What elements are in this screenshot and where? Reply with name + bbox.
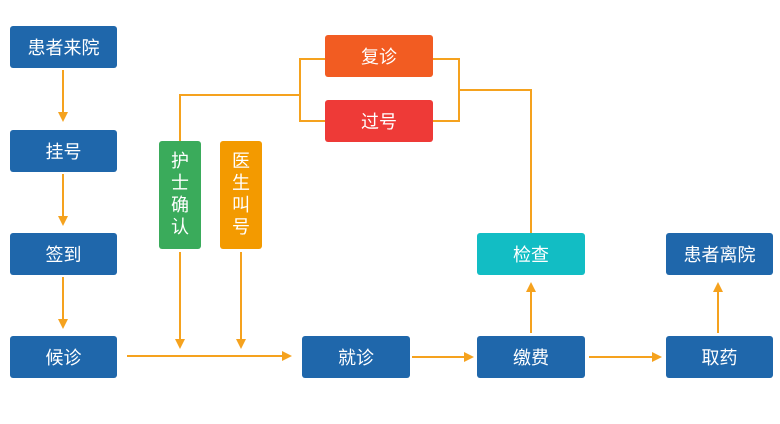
line-revisit-skip-left — [299, 58, 325, 122]
nurse-char-1: 护 — [171, 151, 189, 172]
doctor-char-3: 叫 — [232, 195, 250, 216]
node-leave: 患者离院 — [666, 233, 773, 275]
line-exam-to-loop — [459, 89, 532, 234]
node-arrive: 患者来院 — [10, 26, 117, 68]
node-exam: 检查 — [477, 233, 585, 275]
node-register: 挂号 — [10, 130, 117, 172]
node-revisit: 复诊 — [325, 35, 433, 77]
doctor-char-4: 号 — [232, 217, 250, 238]
line-loop-to-nurse — [179, 94, 300, 142]
doctor-char-2: 生 — [232, 173, 250, 194]
node-payment: 缴费 — [477, 336, 585, 378]
doctor-char-1: 医 — [232, 151, 250, 172]
line-revisit-skip-right — [433, 58, 460, 122]
node-wait: 候诊 — [10, 336, 117, 378]
nurse-char-4: 认 — [171, 217, 189, 238]
node-medicine: 取药 — [666, 336, 773, 378]
node-doctor-call: 医 生 叫 号 — [220, 141, 262, 249]
nurse-char-3: 确 — [171, 195, 189, 216]
nurse-char-2: 士 — [171, 173, 189, 194]
node-nurse-confirm: 护 士 确 认 — [159, 141, 201, 249]
node-consult: 就诊 — [302, 336, 410, 378]
node-skip: 过号 — [325, 100, 433, 142]
node-signin: 签到 — [10, 233, 117, 275]
